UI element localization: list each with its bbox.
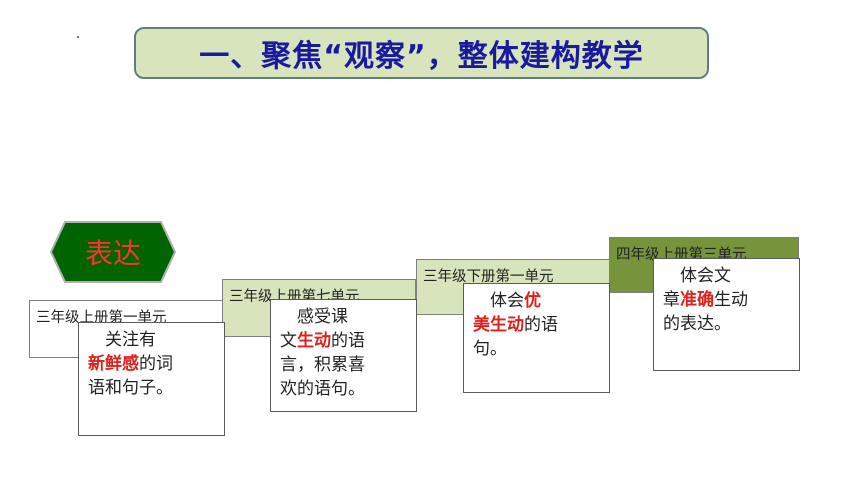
highlight-text: 新鲜感 [88, 354, 139, 374]
card-text: 句。 [473, 339, 507, 359]
card-line: 关注有 [88, 328, 216, 352]
content-card-4: 体会文章准确生动的表达。 [653, 258, 800, 371]
card-text: 生动 [714, 290, 748, 310]
card-line: 新鲜感的词 [88, 352, 216, 376]
card-text: 的语 [524, 315, 558, 335]
stray-dot [77, 36, 79, 38]
card-line: 文生动的语 [280, 329, 408, 353]
highlight-text: 美生动 [473, 315, 524, 335]
card-line: 体会优 [473, 289, 601, 313]
card-text: 的表达。 [663, 314, 731, 334]
page-title: 一、聚焦“观察”，整体建构教学 [199, 39, 644, 74]
card-text: 文 [280, 331, 297, 351]
highlight-text: 准确 [680, 290, 714, 310]
content-card-1: 关注有新鲜感的词语和句子。 [78, 322, 225, 436]
title-banner: 一、聚焦“观察”，整体建构教学 [134, 27, 709, 79]
card-line: 语和句子。 [88, 376, 216, 400]
card-text: 语和句子。 [88, 378, 173, 398]
card-line: 章准确生动 [663, 288, 791, 312]
card-text: 言，积累喜 [280, 355, 365, 375]
card-line: 言，积累喜 [280, 353, 408, 377]
content-card-2: 感受课文生动的语言，积累喜欢的语句。 [270, 299, 417, 412]
card-text: 的词 [139, 354, 173, 374]
card-line: 美生动的语 [473, 313, 601, 337]
card-line: 体会文 [663, 264, 791, 288]
octagon-badge-shape [50, 221, 176, 283]
card-text: 欢的语句。 [280, 379, 365, 399]
card-text: 章 [663, 290, 680, 310]
card-text: 体会文 [663, 266, 731, 286]
express-badge: 表达 [50, 221, 176, 283]
card-text: 感受课 [280, 307, 348, 327]
card-line: 句。 [473, 337, 601, 361]
card-text: 的语 [331, 331, 365, 351]
card-text: 体会 [473, 291, 524, 311]
card-text: 关注有 [88, 330, 156, 350]
badge-label: 表达 [84, 237, 141, 270]
card-line: 欢的语句。 [280, 377, 408, 401]
card-line: 感受课 [280, 305, 408, 329]
highlight-text: 优 [524, 291, 541, 311]
content-card-3: 体会优美生动的语句。 [463, 283, 610, 393]
card-line: 的表达。 [663, 312, 791, 336]
highlight-text: 生动 [297, 331, 331, 351]
